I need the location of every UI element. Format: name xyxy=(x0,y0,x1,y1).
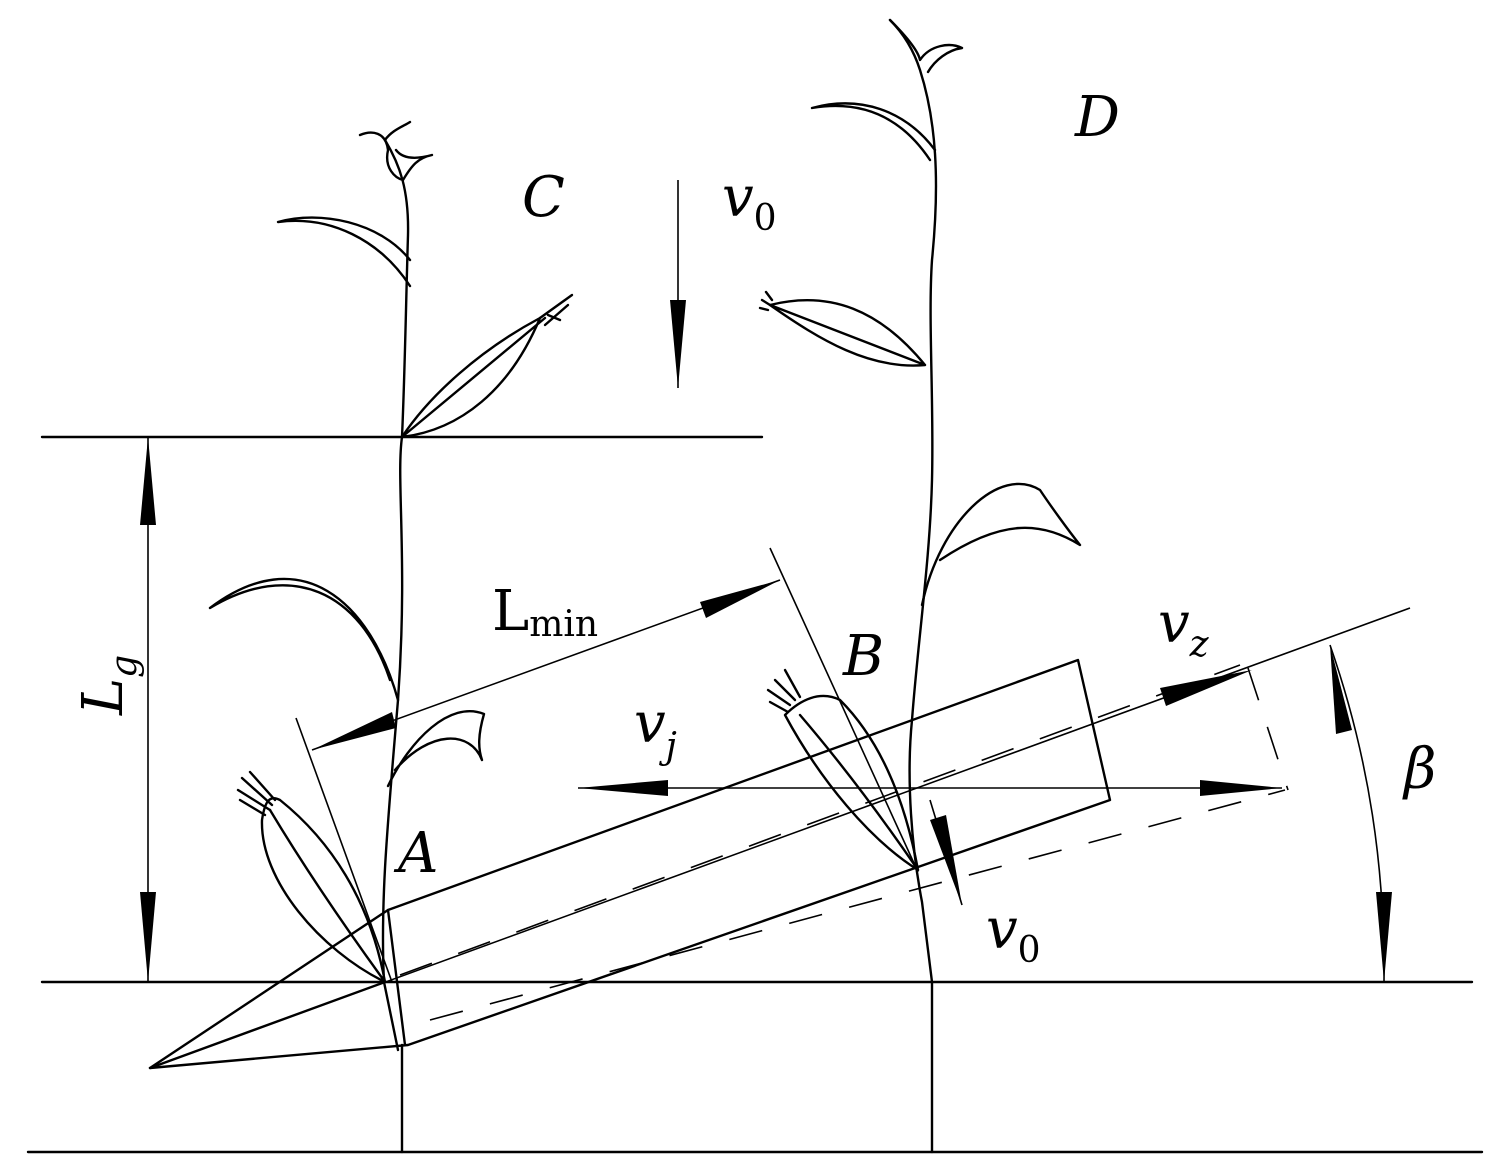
stalk-c xyxy=(381,138,410,1154)
lmin-arrow-left xyxy=(312,712,396,750)
lg-arrow-up xyxy=(140,437,156,525)
label-lmin: Lmin xyxy=(492,579,598,645)
label-b: B xyxy=(842,624,884,689)
leaf-c-middle xyxy=(208,577,400,702)
leaf-c-upper xyxy=(276,216,412,288)
lg-dimension xyxy=(140,437,156,982)
ear-c-lower xyxy=(260,797,387,984)
leaf-d-middle xyxy=(920,482,1082,607)
beta-arrow-bottom xyxy=(1376,892,1392,982)
leaf-c-lower xyxy=(386,710,486,788)
ear-d-tassel xyxy=(758,290,774,312)
plant-c xyxy=(208,120,574,1154)
ear-d-lower xyxy=(783,694,920,872)
beta-angle xyxy=(1329,644,1392,983)
cutter-outline xyxy=(148,658,1112,1070)
ear-c-lower-tassel xyxy=(236,770,277,817)
cutter-dashed-end xyxy=(1247,667,1289,791)
label-vj: vj xyxy=(634,691,677,767)
v0-bottom-arrow xyxy=(929,799,963,906)
lmin-arrow-right xyxy=(700,580,780,618)
label-d: D xyxy=(1074,85,1120,150)
leaf-c-top xyxy=(358,120,434,182)
ear-c xyxy=(400,316,547,439)
ear-d-lower-tassel xyxy=(766,668,802,714)
ear-d xyxy=(768,298,927,367)
leaf-d-upper xyxy=(810,102,937,162)
vj-arrow-left xyxy=(578,780,668,796)
v0-top-arrow xyxy=(670,180,686,388)
label-lg: Lg xyxy=(71,655,145,716)
ear-c-tassel xyxy=(538,293,574,327)
lmin-dimension xyxy=(295,547,919,983)
label-v0-bottom: v0 xyxy=(986,897,1041,971)
beta-arrow-top xyxy=(1330,645,1352,734)
stalk-d xyxy=(888,18,938,1154)
label-vz: vz xyxy=(1158,591,1210,665)
vz-arrow xyxy=(1160,670,1252,706)
cutter-dashed-lower xyxy=(429,789,1286,1021)
vj-arrow-right xyxy=(1200,780,1282,796)
leaf-d-top xyxy=(888,18,964,74)
label-c: C xyxy=(522,165,565,230)
label-v0-top: v0 xyxy=(722,165,777,239)
label-a: A xyxy=(393,821,438,886)
cutter-dashed-mid xyxy=(399,664,1241,976)
plant-d xyxy=(758,18,1082,1154)
lg-arrow-down xyxy=(140,892,156,982)
label-beta: β xyxy=(1402,737,1436,802)
vj-arrow xyxy=(578,780,1282,796)
